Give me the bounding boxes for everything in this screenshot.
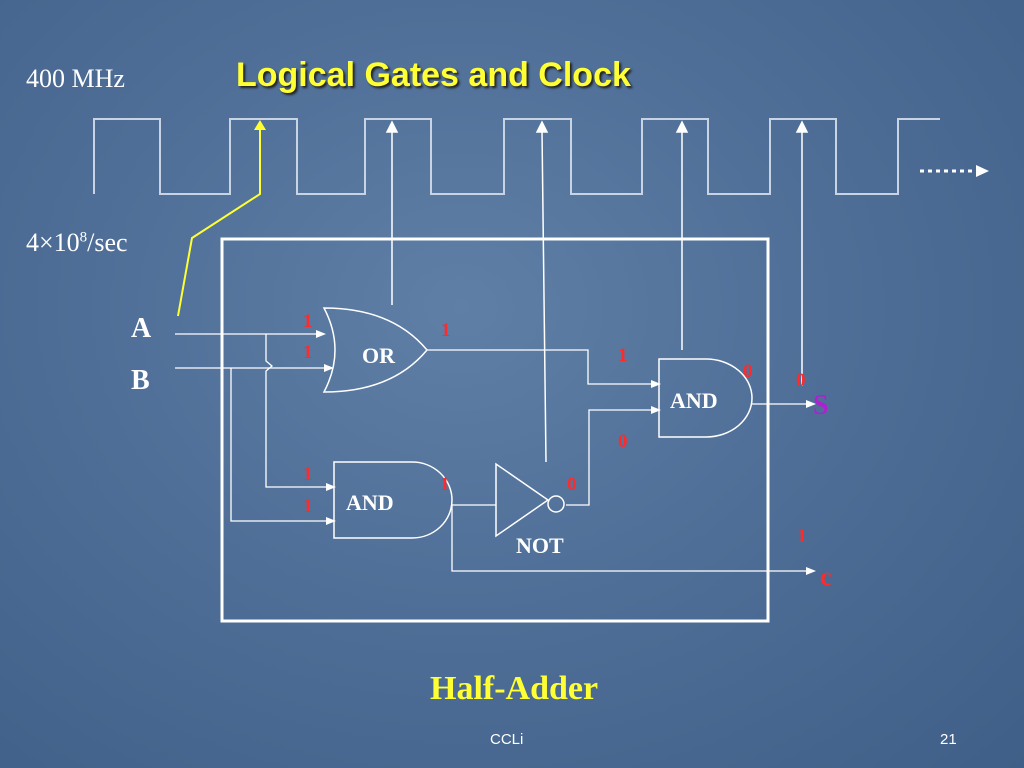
not-gate-symbol [495,462,550,538]
bit-s-value: 0 [796,370,806,391]
not-gate-label: NOT [516,533,564,558]
clock-continuation-arrowhead [976,165,989,177]
input-a-label: A [131,313,152,344]
bit-and-bottom-output: 1 [440,474,450,495]
or-gate-label: OR [362,343,395,368]
bit-and-bottom-input-b: 1 [303,496,313,517]
clock-rate-base: 4×10 [26,228,80,257]
bit-and-top-input-1: 1 [618,345,628,366]
and-gate-top-symbol [658,358,753,438]
clock-rate-exponent: 8 [79,229,88,246]
slide-title: Logical Gates and Clock [236,56,631,94]
and-gate-bottom-label: AND [346,490,394,515]
half-adder-caption: Half-Adder [430,670,599,707]
clock-pointer-yellow [177,127,261,317]
circuit-box [220,237,770,623]
carry-output-label: c [820,562,832,591]
not-gate-bubble [547,495,565,513]
or-gate-symbol [322,307,428,393]
clock-rate-label: 4×108/sec [26,230,128,256]
footer-author: CCLi [490,731,524,748]
clock-rate-unit: /sec [87,228,128,257]
bit-or-input-a: 1 [303,311,313,332]
circuit-wires [175,333,806,572]
and-gate-bottom-symbol [333,461,453,539]
bit-c-value: 1 [797,526,807,547]
clock-pointer-yellow-head [254,120,266,130]
clock-frequency-label: 400 MHz [26,64,125,93]
bit-or-output: 1 [441,320,451,341]
input-b-label: B [131,365,150,396]
bit-not-output: 0 [567,474,577,495]
and-gate-top-label: AND [670,388,718,413]
bit-and-top-output: 0 [743,361,753,382]
bit-or-input-b: 1 [303,342,313,363]
page-number: 21 [940,731,957,748]
clock-pointers [385,120,809,463]
wire-arrowheads [316,330,816,575]
clock-waveform [93,118,940,195]
bit-and-top-input-2: 0 [618,431,628,452]
sum-output-label: S [813,390,829,421]
bit-and-bottom-input-a: 1 [303,464,313,485]
